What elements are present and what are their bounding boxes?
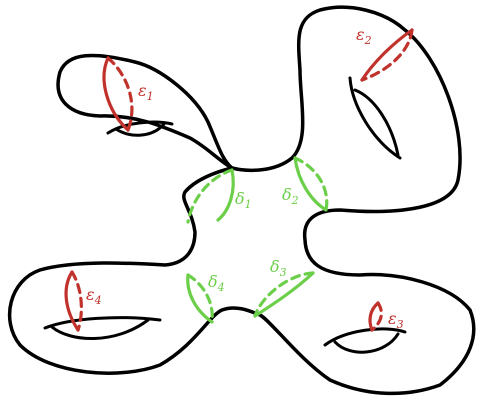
- label-delta-1: δ1: [235, 189, 252, 211]
- delta-curves: [186, 156, 329, 324]
- surface-outline: [7, 5, 476, 396]
- delta-3-dashed: [253, 271, 315, 318]
- handle-4: [43, 316, 162, 341]
- label-delta-3: δ3: [270, 257, 287, 279]
- epsilon-4-solid: [64, 270, 80, 332]
- epsilon-3-dashed: [370, 301, 383, 332]
- epsilon-1-solid: [102, 56, 130, 132]
- label-epsilon-3: ε3: [388, 309, 404, 331]
- label-delta-4: δ4: [208, 272, 225, 294]
- handle-1: [106, 120, 174, 137]
- handle-3: [323, 327, 407, 354]
- label-epsilon-2: ε2: [356, 25, 372, 47]
- epsilon-1-dashed: [106, 56, 134, 132]
- delta-3-solid: [253, 271, 315, 318]
- delta-4-dashed: [186, 273, 214, 324]
- label-epsilon-4: ε4: [86, 285, 102, 307]
- handle-2: [348, 76, 402, 160]
- delta-4-solid: [186, 273, 214, 324]
- label-delta-2: δ2: [282, 185, 299, 207]
- epsilon-4-dashed: [70, 270, 83, 332]
- delta-1-dashed: [186, 168, 234, 224]
- epsilon-2-dashed: [360, 28, 414, 82]
- delta-1-solid: [216, 168, 235, 222]
- delta-2-solid: [293, 156, 328, 212]
- epsilon-3-solid: [368, 301, 380, 332]
- delta-2-dashed: [293, 156, 329, 212]
- label-epsilon-1: ε1: [138, 81, 154, 103]
- epsilon-2-solid: [360, 28, 414, 82]
- epsilon-curves: [64, 28, 414, 332]
